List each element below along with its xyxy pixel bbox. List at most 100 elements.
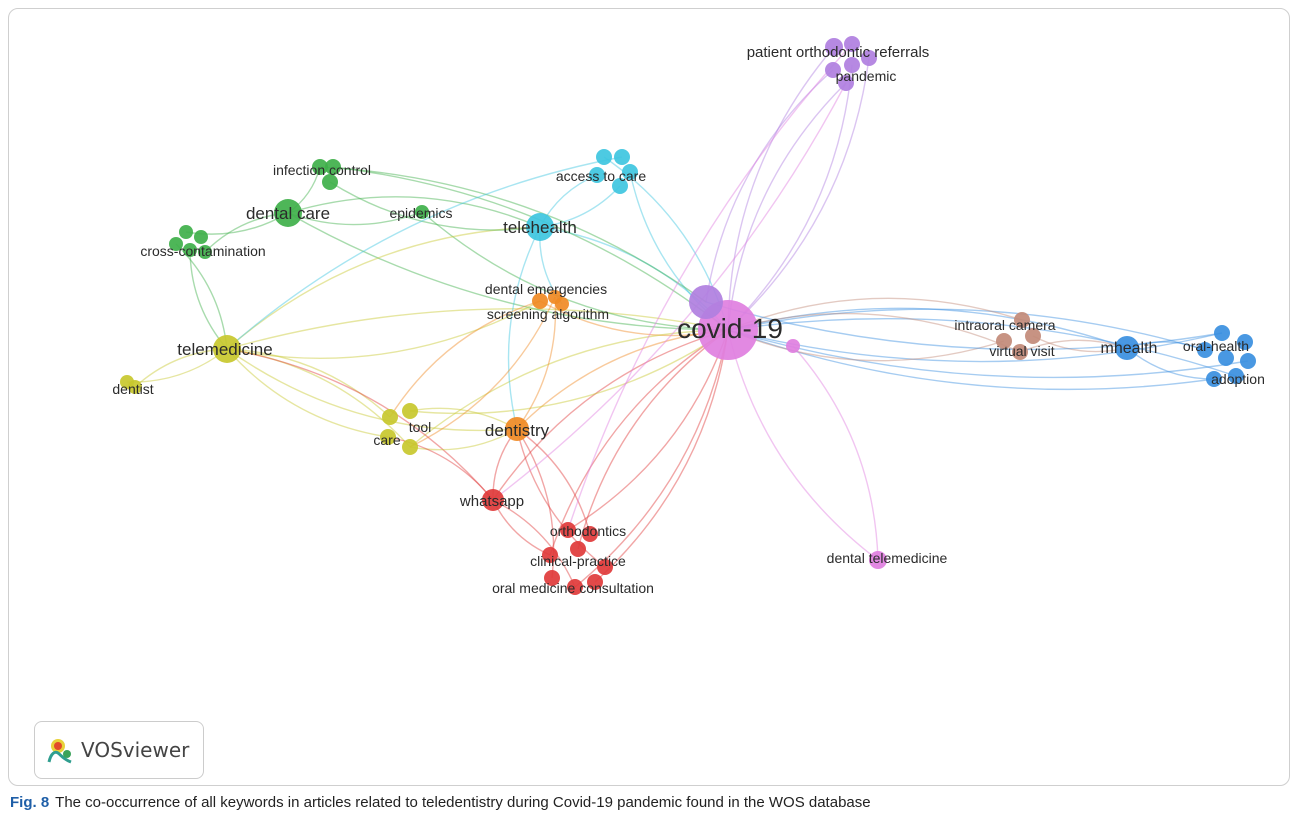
network-node-oh-a — [1214, 325, 1230, 341]
network-edge — [226, 348, 494, 501]
label-dental-telemedicine: dental telemedicine — [827, 550, 948, 566]
label-screening-algorithm: screening algorithm — [487, 306, 609, 322]
network-node-dentistry — [505, 417, 529, 441]
label-dental-emergencies: dental emergencies — [485, 281, 607, 297]
vosviewer-logo-icon — [47, 739, 72, 764]
network-edge — [567, 43, 853, 531]
label-whatsapp: whatsapp — [459, 493, 524, 510]
network-edge — [727, 297, 1023, 331]
network-node-atc-c — [622, 164, 638, 180]
network-edge — [189, 249, 228, 350]
network-edge — [516, 329, 729, 430]
network-node-ortho-a — [560, 522, 576, 538]
network-node-oh-e — [1240, 353, 1256, 369]
network-edge — [727, 64, 853, 331]
network-edge — [287, 196, 541, 228]
network-node-ic2-a — [1014, 312, 1030, 328]
network-edge — [507, 226, 541, 430]
label-clinical-practice: clinical-practice — [530, 553, 626, 569]
network-edge — [727, 82, 847, 331]
network-node-cp-a — [542, 547, 558, 563]
network-edge — [727, 312, 1021, 353]
label-care: care — [373, 432, 400, 448]
network-node-atc-d — [589, 167, 605, 183]
network-node-atc-b — [614, 149, 630, 165]
network-node-cc-d — [183, 243, 197, 257]
network-edge — [727, 46, 835, 331]
network-node-omc-b — [567, 579, 583, 595]
label-covid-19: covid-19 — [677, 313, 783, 344]
network-edge — [226, 156, 623, 350]
network-node-ic-b — [325, 159, 341, 175]
network-node-whatsapp — [482, 489, 504, 511]
network-edge — [727, 57, 870, 331]
network-node-cc-c — [169, 237, 183, 251]
network-edge — [567, 329, 729, 531]
label-pandemic: pandemic — [836, 68, 897, 84]
label-tool: tool — [409, 419, 432, 435]
label-access-to-care: access to care — [556, 168, 646, 184]
network-edge — [492, 499, 576, 588]
network-edge — [409, 407, 518, 430]
network-edge — [287, 212, 729, 331]
network-node-care-b — [402, 439, 418, 455]
label-patient-orthodontic-referrals: patient orthodontic referrals — [747, 44, 930, 61]
network-edge — [226, 348, 518, 432]
network-node-pandemic-b — [844, 36, 860, 52]
network-node-pandemic-f — [838, 75, 854, 91]
label-cross-contamination: cross-contamination — [140, 243, 265, 259]
network-node-vv-a — [996, 333, 1012, 349]
network-node-pandemic-c — [861, 50, 877, 66]
label-telehealth: telehealth — [503, 218, 577, 237]
network-edge — [577, 329, 729, 550]
vosviewer-badge: VOSviewer — [34, 721, 204, 779]
figure-frame — [8, 8, 1290, 786]
network-node-telemedicine — [213, 335, 241, 363]
network-edge — [226, 300, 541, 359]
network-edge — [226, 348, 411, 448]
network-nodes — [120, 36, 1256, 595]
network-edge — [409, 296, 556, 448]
network-node-atc-a — [596, 149, 612, 165]
network-labels: covid-19 patient orthodontic referrals p… — [112, 44, 1264, 596]
network-node-oh-b — [1237, 334, 1253, 350]
network-node-ic-a — [312, 159, 328, 175]
network-node-mhealth — [1115, 336, 1139, 360]
network-edge — [727, 329, 879, 561]
label-orthodontics: orthodontics — [550, 523, 626, 539]
network-edge — [705, 301, 1223, 351]
network-node-dental-care — [274, 199, 302, 227]
network-edge — [409, 428, 518, 451]
network-node-ortho-b — [582, 526, 598, 542]
figure-number: Fig. 8 — [10, 794, 50, 811]
network-edge — [727, 329, 1005, 362]
network-edge — [727, 308, 1206, 351]
network-edge — [175, 243, 228, 350]
network-node-epidemics — [415, 205, 429, 219]
network-node-atc-e — [612, 178, 628, 194]
network-node-telehealth — [526, 213, 554, 241]
label-mhealth: mhealth — [1101, 340, 1158, 357]
network-node-care-a — [380, 429, 396, 445]
network-edge — [516, 428, 591, 535]
label-dental-care: dental care — [246, 204, 330, 223]
network-node-pandemic-d — [825, 62, 841, 78]
network-node-covid-purple — [689, 285, 723, 319]
network-node-pandemic-e — [844, 57, 860, 73]
label-oral-health: oral-health — [1183, 338, 1249, 354]
network-node-cc-b — [194, 230, 208, 244]
network-edge — [516, 296, 557, 430]
network-edge — [319, 166, 707, 303]
label-dentist: dentist — [112, 381, 153, 397]
network-node-oh-f — [1206, 371, 1222, 387]
label-telemedicine: telemedicine — [177, 340, 272, 359]
network-node-dentist-b — [128, 380, 142, 394]
network-edge — [226, 348, 389, 438]
network-node-cc-e — [198, 245, 212, 259]
network-node-oh-g — [1228, 368, 1244, 384]
network-node-pink-small — [786, 339, 800, 353]
network-node-ic-c — [322, 174, 338, 190]
network-edge — [226, 348, 391, 418]
network-node-oh-d — [1218, 350, 1234, 366]
label-intraoral-camera: intraoral camera — [954, 317, 1055, 333]
